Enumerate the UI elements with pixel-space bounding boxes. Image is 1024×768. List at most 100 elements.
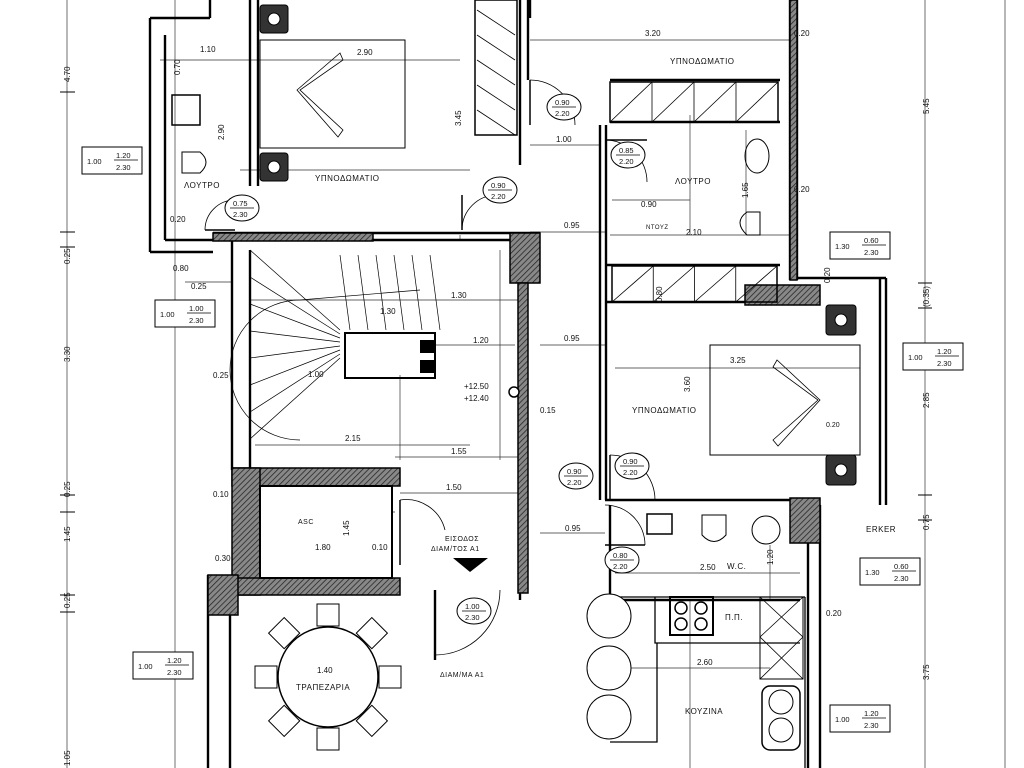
stair-tread	[249, 276, 341, 335]
door-tag: 0.902.20	[614, 452, 650, 480]
door-width: 0.80	[613, 551, 628, 560]
window-sill-height: 1.20	[937, 347, 952, 356]
dimension-label: 0.20	[826, 422, 840, 429]
lamp-icon	[834, 313, 848, 327]
stair-tread	[411, 254, 423, 331]
window-tag-box	[829, 704, 891, 733]
stair-tread	[249, 349, 341, 386]
entrance-label: ΕΙΣΟΔΟΣ	[445, 536, 479, 543]
dining-chair	[267, 616, 301, 650]
window-tags: 1.001.202.301.001.002.301.300.602.301.00…	[81, 146, 964, 733]
dimension-label: 3.60	[683, 376, 692, 392]
wardrobe-door-icon	[694, 265, 737, 303]
dimension-label: 1.50	[446, 483, 462, 492]
door-height: 2.20	[619, 157, 634, 166]
dining-table	[277, 626, 379, 728]
burner-icon	[694, 601, 708, 615]
dimension-label: (0.35)	[922, 286, 931, 307]
stair-lift	[344, 332, 436, 379]
window-tag-box	[81, 146, 143, 175]
bed-cover-fold-icon	[296, 52, 344, 138]
door-tag: 0.902.20	[546, 93, 582, 121]
dining-chair	[316, 727, 340, 751]
structural-column	[789, 497, 821, 544]
dimension-label: 1.55	[451, 447, 467, 456]
sink-icon	[646, 513, 673, 535]
elevator-shaft	[259, 485, 393, 579]
dimension-label: 0.90	[641, 200, 657, 209]
room-label-bedroom-1: ΥΠΝΟΔΩΜΑΤΙΟ	[315, 174, 380, 183]
door-height: 2.30	[233, 210, 248, 219]
stair-tread	[429, 254, 441, 331]
toilet-icon	[181, 151, 207, 174]
window-sill-height: 0.60	[894, 562, 909, 571]
dimension-label: 3.75	[922, 664, 931, 680]
wardrobe-door-icon	[651, 81, 695, 123]
door-width: 0.75	[233, 199, 248, 208]
dining-chair	[267, 704, 301, 738]
dimension-label: 2.15	[345, 434, 361, 443]
door-tag: 0.902.20	[558, 462, 594, 490]
structural-column	[212, 232, 374, 242]
dimension-label: 1.20	[473, 336, 489, 345]
dimension-label: 0.25	[63, 592, 72, 608]
dimension-label: 1.20	[766, 549, 775, 565]
window-head-height: 2.30	[116, 163, 131, 172]
door-tag: 1.002.30	[456, 597, 492, 625]
dining-chair	[316, 603, 340, 627]
lamp-icon	[267, 12, 281, 26]
dining-chair	[355, 616, 389, 650]
dimension-label: 0.30	[215, 554, 231, 563]
entrance-arrow-icon	[453, 558, 488, 572]
window-head-height: 2.30	[864, 721, 879, 730]
stair-tread	[375, 254, 387, 331]
door-width: 0.90	[491, 181, 506, 190]
door-tag: 0.802.20	[604, 546, 640, 574]
wardrobe-door-icon	[476, 84, 516, 111]
dimension-label: 1.30	[451, 291, 467, 300]
window-sill-height: 1.20	[167, 656, 182, 665]
wardrobe-door-icon	[476, 9, 516, 36]
dimension-label: 1.00	[308, 370, 324, 379]
dimension-label: 0.80	[173, 264, 189, 273]
bar-stool-icon	[586, 694, 632, 740]
wardrobe	[474, 0, 518, 136]
structural-column	[207, 574, 239, 616]
room-label-wc: W.C.	[727, 562, 746, 571]
dining-chair	[254, 665, 278, 689]
wardrobe-door-icon	[652, 265, 695, 303]
window-tag: 1.001.002.30	[154, 299, 216, 328]
dimension-label: 0.25	[213, 371, 229, 380]
stair-tread	[249, 345, 341, 359]
kitchen-sink-bowl	[768, 689, 794, 715]
door-width: 0.90	[623, 457, 638, 466]
window-tag-box	[132, 651, 194, 680]
bathtub-icon	[744, 138, 770, 174]
fridge-icon	[759, 596, 804, 680]
level-marker-icon	[508, 386, 520, 398]
wardrobe-door-icon	[611, 265, 654, 303]
window-tag: 1.001.202.30	[81, 146, 143, 175]
window-tag-box	[859, 557, 921, 586]
room-label-bath-2: ΛΟΥΤΡΟ	[675, 177, 711, 186]
dimension-label: 3.20	[645, 29, 661, 38]
door-height: 2.20	[491, 192, 506, 201]
stair-tread	[393, 254, 405, 331]
door-width: 0.90	[555, 98, 570, 107]
right-overall-dimensions: 5.45 (0.35) 2.85 0.75 3.75	[922, 98, 931, 680]
window-sill-height: 1.00	[189, 304, 204, 313]
kitchen-sink-icon	[761, 685, 801, 751]
door-swing	[399, 499, 446, 531]
dimension-label: 0.70	[173, 59, 182, 75]
window-tag: 1.300.602.30	[829, 231, 891, 260]
stair-lift-block	[420, 360, 435, 373]
dimension-label: 5.45	[922, 98, 931, 114]
structural-column	[509, 232, 541, 284]
window-head-height: 2.30	[937, 359, 952, 368]
sink-icon	[171, 94, 201, 126]
door-tag: 0.90 2.20	[482, 176, 518, 204]
dimension-label: 3.25	[730, 356, 746, 365]
toilet-icon	[739, 211, 761, 236]
window-width: 1.30	[835, 242, 850, 251]
